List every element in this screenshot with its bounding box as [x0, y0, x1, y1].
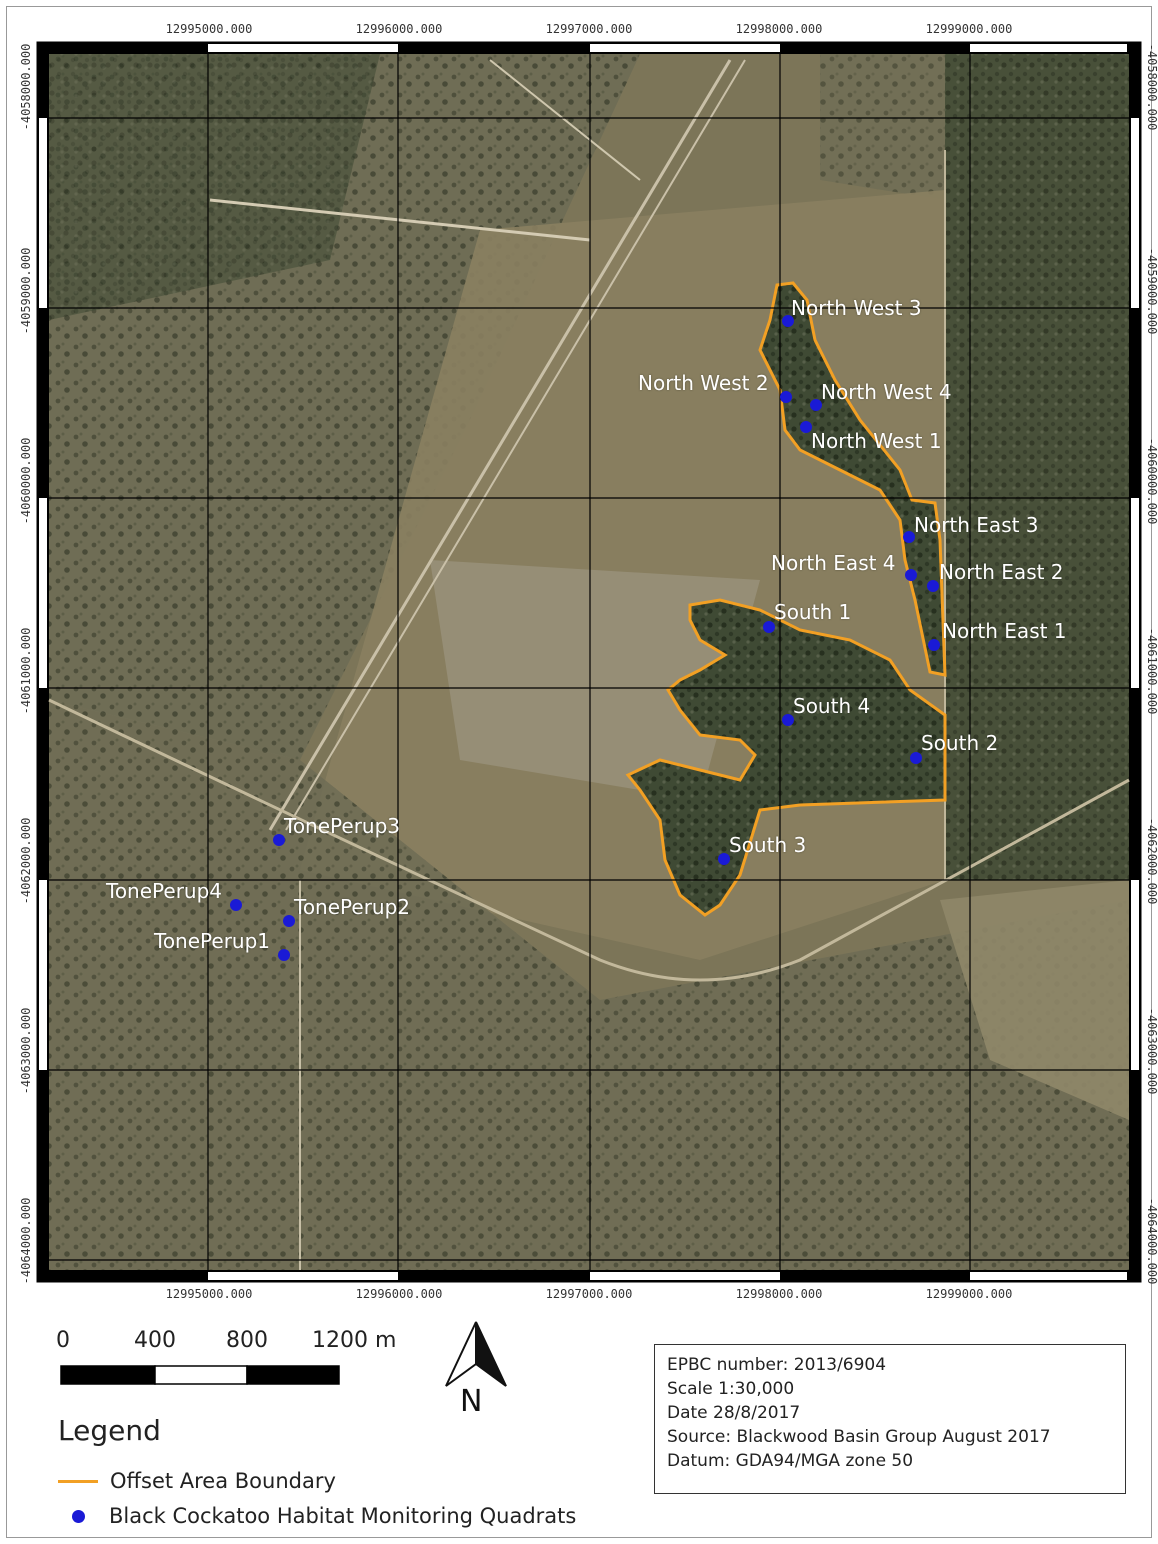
scale-label: 400: [134, 1328, 176, 1353]
grid-x-label-bottom: 12995000.000: [165, 1287, 253, 1301]
aerial-imagery: [48, 54, 1130, 1270]
quadrat-label: North West 3: [791, 296, 922, 320]
quadrat-south-4[interactable]: [782, 714, 794, 726]
north-label: N: [460, 1384, 483, 1419]
quadrat-label: TonePerup4: [106, 879, 223, 903]
grid-x-label-top: 12996000.000: [355, 22, 443, 36]
scale-label: 800: [226, 1328, 268, 1353]
quadrat-label: TonePerup1: [154, 929, 271, 953]
quadrat-dot-symbol: [72, 1509, 85, 1523]
quadrat-north-west-3[interactable]: [782, 315, 794, 327]
quadrat-north-west-2[interactable]: [780, 391, 792, 403]
map-info-box: EPBC number: 2013/6904 Scale 1:30,000 Da…: [654, 1344, 1126, 1494]
coordinate-grid: [49, 54, 1129, 1270]
legend-label: Offset Area Boundary: [110, 1469, 336, 1493]
quadrat-label: North East 2: [939, 560, 1064, 584]
quadrat-toneperup-1[interactable]: [278, 949, 290, 961]
scale-bar-graphic: [60, 1365, 340, 1385]
grid-x-label-bottom: 12999000.000: [925, 1287, 1013, 1301]
grid-x-label-bottom: 12998000.000: [735, 1287, 823, 1301]
quadrat-label: North East 4: [771, 551, 896, 575]
legend-label: Black Cockatoo Habitat Monitoring Quadra…: [109, 1504, 577, 1528]
aerial-map[interactable]: [0, 0, 1158, 1290]
legend-item-quadrats: Black Cockatoo Habitat Monitoring Quadra…: [58, 1503, 576, 1529]
quadrat-north-west-1[interactable]: [800, 421, 812, 433]
north-arrow-icon: [445, 1321, 507, 1387]
legend-item-boundary: Offset Area Boundary: [58, 1468, 336, 1494]
quadrat-south-1[interactable]: [763, 621, 775, 633]
quadrat-label: North West 1: [811, 429, 942, 453]
epbc-number: EPBC number: 2013/6904: [667, 1355, 887, 1375]
map-datum: Datum: GDA94/MGA zone 50: [667, 1451, 914, 1471]
quadrat-north-east-2[interactable]: [927, 580, 939, 592]
grid-x-label-top: 12997000.000: [545, 22, 633, 36]
grid-x-label-top: 12998000.000: [735, 22, 823, 36]
quadrat-label: TonePerup2: [294, 895, 411, 919]
quadrat-north-west-4[interactable]: [810, 399, 822, 411]
boundary-line-symbol: [58, 1479, 98, 1483]
quadrat-label: South 2: [921, 731, 999, 755]
quadrat-toneperup-2[interactable]: [283, 915, 295, 927]
quadrat-label: North West 2: [638, 371, 769, 395]
quadrat-south-3[interactable]: [718, 853, 730, 865]
quadrat-north-east-1[interactable]: [928, 639, 940, 651]
quadrat-label: TonePerup3: [284, 814, 401, 838]
quadrat-south-2[interactable]: [910, 752, 922, 764]
map-scale: Scale 1:30,000: [667, 1379, 795, 1399]
grid-x-label-top: 12999000.000: [925, 22, 1013, 36]
scale-label: 1200 m: [312, 1328, 397, 1353]
offset-area-boundary: [625, 281, 947, 917]
legend-title: Legend: [58, 1414, 161, 1447]
grid-x-label-bottom: 12996000.000: [355, 1287, 443, 1301]
quadrat-label: South 1: [774, 600, 852, 624]
grid-x-label-top: 12995000.000: [165, 22, 253, 36]
quadrat-label: South 3: [729, 833, 807, 857]
monitoring-quadrats: [230, 315, 940, 961]
page-border: [6, 6, 1152, 1538]
scale-label: 0: [56, 1328, 70, 1353]
quadrat-label: North West 4: [821, 380, 952, 404]
grid-x-label-bottom: 12997000.000: [545, 1287, 633, 1301]
quadrat-label: North East 1: [942, 619, 1067, 643]
map-source: Source: Blackwood Basin Group August 201…: [667, 1427, 1051, 1447]
quadrat-north-east-4[interactable]: [905, 569, 917, 581]
quadrat-toneperup-3[interactable]: [273, 834, 285, 846]
quadrat-label: North East 3: [914, 513, 1039, 537]
quadrat-north-east-3[interactable]: [903, 531, 915, 543]
map-date: Date 28/8/2017: [667, 1403, 801, 1423]
quadrat-label: South 4: [793, 694, 871, 718]
quadrat-toneperup-4[interactable]: [230, 899, 242, 911]
